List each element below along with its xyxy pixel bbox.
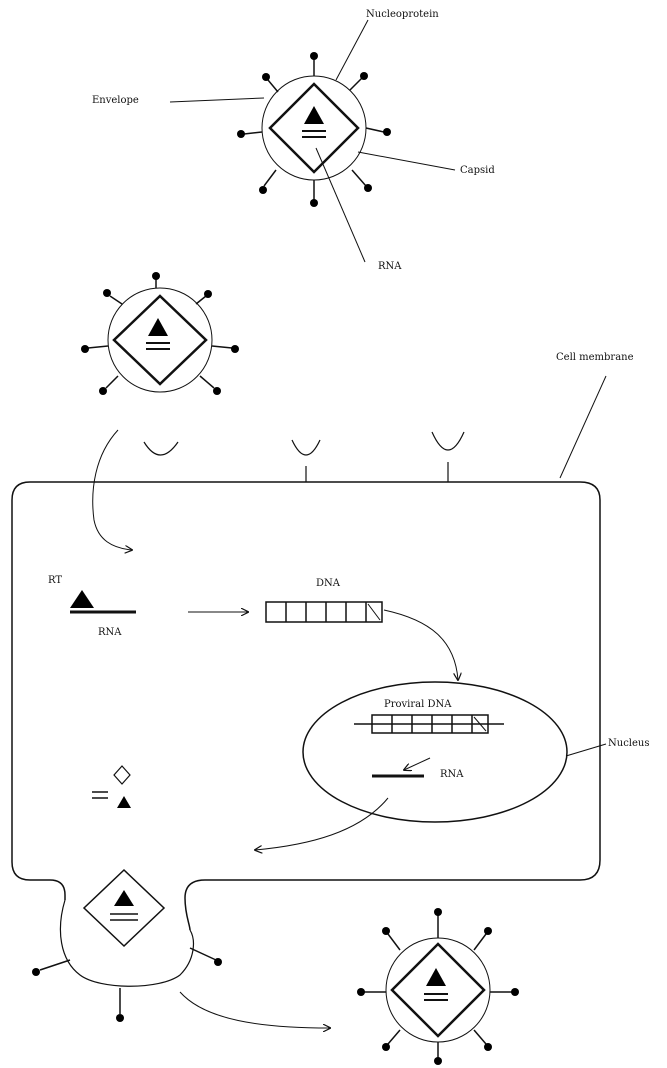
receptor <box>432 432 464 482</box>
label-cell-membrane: Cell membrane <box>556 353 634 363</box>
label-nucleus: Nucleus <box>608 739 649 749</box>
nucleus <box>303 682 606 822</box>
label-rna-template: RNA <box>98 628 122 638</box>
label-dna: DNA <box>316 579 340 589</box>
reverse-transcriptase-triangle <box>426 968 446 986</box>
capsid-diamond <box>270 84 358 172</box>
spike-knob <box>357 988 365 996</box>
virion-released <box>357 908 519 1065</box>
spike-knob <box>383 128 391 136</box>
spike-knob <box>434 908 442 916</box>
budding-virion <box>32 870 222 1022</box>
viral-components <box>92 766 131 808</box>
dna-to-nucleus-arrow <box>384 610 458 680</box>
label-envelope: Envelope <box>92 96 139 106</box>
spike-knob <box>484 927 492 935</box>
spike-knob <box>116 1014 124 1022</box>
leader-line-rna <box>316 148 365 262</box>
label-glycoprotein: Nucleoprotein <box>366 10 439 20</box>
reverse-transcriptase-triangle <box>117 796 131 808</box>
spike-knob <box>382 927 390 935</box>
spike-knob <box>310 199 318 207</box>
mrna-export-arrow <box>255 798 388 850</box>
capsid-diamond <box>392 944 484 1036</box>
label-rna: RNA <box>378 262 402 272</box>
transcription-arrow <box>404 758 430 770</box>
reverse-transcription-step <box>70 590 382 622</box>
spike-knob <box>310 52 318 60</box>
leader-line-cell-membrane <box>560 376 606 478</box>
leader-line-glycoprotein <box>336 20 368 80</box>
spike-knob <box>152 272 160 280</box>
spike-knob <box>204 290 212 298</box>
receptor <box>144 442 178 455</box>
spike-knob <box>231 345 239 353</box>
capsid-diamond <box>114 296 206 384</box>
spike-knob <box>214 958 222 966</box>
spike-knob <box>484 1043 492 1051</box>
spike-knob <box>262 73 270 81</box>
spike-knob <box>364 184 372 192</box>
spike-knob <box>382 1043 390 1051</box>
virion-labeled <box>170 20 455 262</box>
spike-knob <box>213 387 221 395</box>
label-mrna: RNA <box>440 770 464 780</box>
leader-line-envelope <box>170 98 264 102</box>
virion-approaching <box>81 272 239 395</box>
entry-arrow <box>93 430 132 550</box>
spike-knob <box>434 1057 442 1065</box>
spike-knob <box>99 387 107 395</box>
spike-knob <box>511 988 519 996</box>
label-proviral-dna: Proviral DNA <box>384 700 452 710</box>
capsid-diamond <box>84 870 164 946</box>
dna-double-strand <box>266 602 382 622</box>
spike-knob <box>237 130 245 138</box>
host-cell <box>12 376 606 930</box>
release-arrow <box>180 992 330 1028</box>
capsid-protein-diamond <box>114 766 130 784</box>
label-rt: RT <box>48 576 62 586</box>
envelope-circle <box>386 938 490 1042</box>
spike-knob <box>32 968 40 976</box>
spike-knob <box>360 72 368 80</box>
spike-knob <box>103 289 111 297</box>
leader-line-capsid <box>358 152 455 170</box>
reverse-transcriptase-triangle <box>148 318 168 336</box>
label-capsid: Capsid <box>460 166 495 176</box>
reverse-transcriptase-triangle <box>114 890 134 906</box>
spike-knob <box>259 186 267 194</box>
cell-membrane <box>12 482 600 930</box>
reverse-transcriptase-triangle <box>70 590 94 608</box>
reverse-transcriptase-triangle <box>304 106 324 124</box>
receptor <box>292 440 320 482</box>
spike-knob <box>81 345 89 353</box>
